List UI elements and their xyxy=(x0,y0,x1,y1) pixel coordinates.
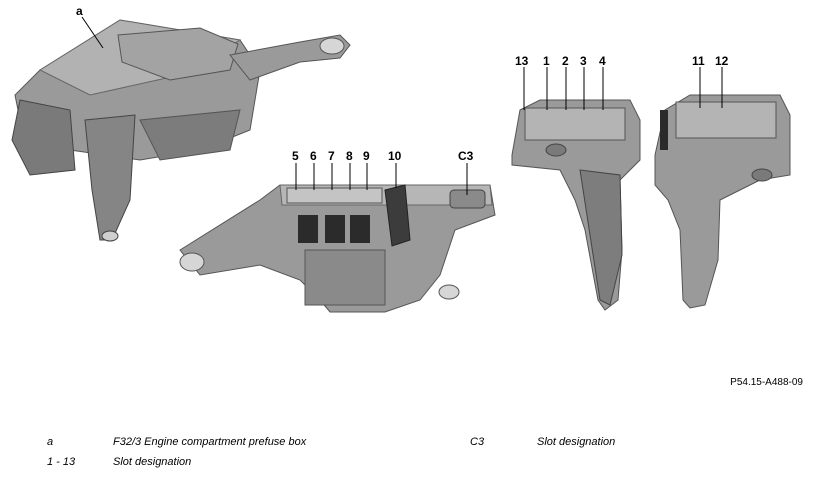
front-view xyxy=(179,184,496,313)
callout-2: 2 xyxy=(562,54,569,68)
callout-6: 6 xyxy=(310,149,317,163)
side-view-left xyxy=(511,99,641,311)
leader-lines xyxy=(81,16,723,195)
callout-11: 11 xyxy=(692,54,705,68)
legend-key-a: a xyxy=(47,436,54,448)
legend-key-range: 1 - 13 xyxy=(47,456,76,468)
callout-3: 3 xyxy=(580,54,587,68)
isometric-view xyxy=(11,19,351,242)
figure-reference: P54.15-A488-09 xyxy=(730,377,803,388)
callout-10: 10 xyxy=(388,149,402,163)
legend-text-c3: Slot designation xyxy=(537,436,616,448)
callout-a: a xyxy=(76,4,83,18)
callout-labels: a 5 6 7 8 9 10 C3 13 1 2 3 4 11 12 xyxy=(76,4,729,163)
prefuse-box-illustration: a 5 6 7 8 9 10 C3 13 1 2 3 4 11 12 xyxy=(11,4,791,313)
legend-key-c3: C3 xyxy=(470,436,485,448)
callout-12: 12 xyxy=(715,54,729,68)
legend-row-range: 1 - 13 Slot designation xyxy=(47,456,191,468)
legend-row-c3: C3 Slot designation xyxy=(470,436,615,448)
callout-13: 13 xyxy=(515,54,529,68)
side-view-right xyxy=(654,94,791,309)
callout-9: 9 xyxy=(363,149,370,163)
legend-text-a: F32/3 Engine compartment prefuse box xyxy=(113,436,307,448)
callout-5: 5 xyxy=(292,149,299,163)
legend-text-range: Slot designation xyxy=(113,456,192,468)
callout-c3: C3 xyxy=(458,149,474,163)
callout-7: 7 xyxy=(328,149,335,163)
callout-4: 4 xyxy=(599,54,606,68)
callout-8: 8 xyxy=(346,149,353,163)
callout-1: 1 xyxy=(543,54,550,68)
legend-row-a: a F32/3 Engine compartment prefuse box xyxy=(47,436,306,448)
